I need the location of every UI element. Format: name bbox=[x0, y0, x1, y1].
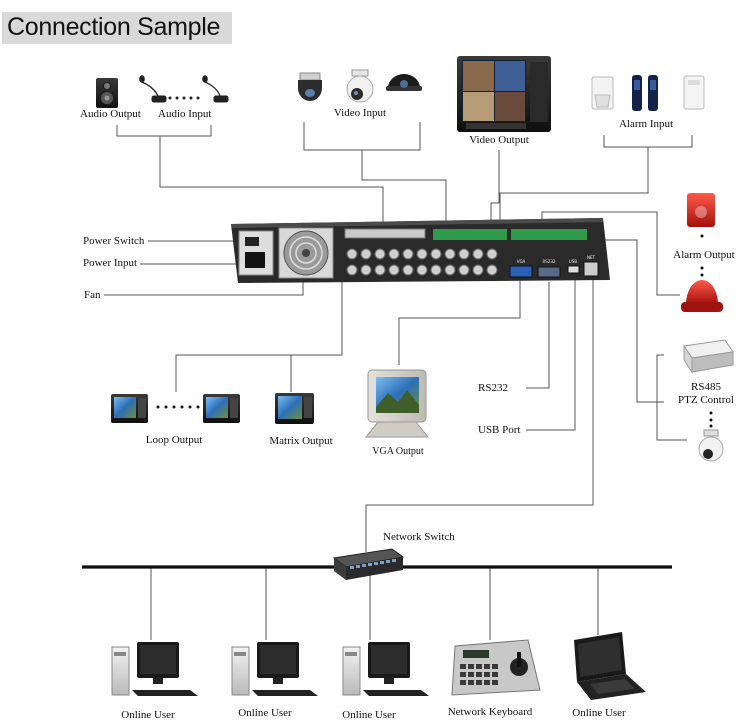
loop-monitor-icon bbox=[203, 394, 240, 423]
rs232-label: RS232 bbox=[478, 382, 508, 394]
rs485-line bbox=[600, 239, 664, 403]
audio-output-label: Audio Output bbox=[80, 108, 141, 120]
alarm-beacon-icon bbox=[681, 280, 723, 312]
network-switch-icon bbox=[332, 548, 405, 580]
net-port-label: NET bbox=[587, 255, 596, 260]
ptz-dots bbox=[709, 411, 713, 428]
video-output-line bbox=[490, 150, 500, 226]
rs232-line bbox=[526, 282, 550, 389]
audio-to-dvr-line bbox=[159, 136, 384, 226]
microphone-icon bbox=[202, 75, 229, 103]
video-input-to-dvr-line bbox=[361, 150, 447, 226]
smoke-detector-icon bbox=[683, 75, 705, 110]
loop-monitor-icon bbox=[111, 394, 148, 423]
loop-output-label: Loop Output bbox=[145, 434, 203, 446]
network-keyboard-icon bbox=[451, 639, 541, 696]
ptz-control-label: PTZ Control bbox=[678, 394, 734, 406]
network-line bbox=[365, 278, 594, 552]
rs232-port-label: RS232 bbox=[543, 259, 556, 264]
microphone-dots bbox=[168, 96, 200, 100]
title-background bbox=[2, 12, 232, 44]
usb-port-label: USB Port bbox=[478, 424, 521, 436]
alarm-output-dots bbox=[700, 234, 704, 277]
pir-sensor-icon bbox=[591, 76, 614, 110]
connection-lines bbox=[104, 122, 693, 640]
ptz-camera-icon bbox=[698, 429, 724, 462]
network-switch-label: Network Switch bbox=[383, 531, 455, 543]
loop-output-dots bbox=[156, 405, 200, 409]
alarm-input-label: Alarm Input bbox=[618, 118, 674, 130]
video-input-bracket-line bbox=[303, 122, 421, 151]
microphone-icon bbox=[139, 75, 167, 103]
audio-input-label: Audio Input bbox=[158, 108, 212, 120]
video-input-label: Video Input bbox=[333, 107, 387, 119]
online-user-label-1: Online User bbox=[121, 709, 175, 721]
diagram-title: Connection Sample bbox=[7, 13, 221, 41]
online-user-label-4: Online User bbox=[572, 707, 626, 719]
alarm-input-bracket-line bbox=[603, 135, 693, 148]
ptz-decoder-icon bbox=[683, 339, 734, 374]
desktop-pc-icon bbox=[342, 642, 429, 696]
power-input-label: Power Input bbox=[83, 257, 138, 269]
alarm-output-line bbox=[541, 211, 680, 296]
matrix-output-label: Matrix Output bbox=[269, 435, 333, 447]
usb-port-label: USB bbox=[569, 259, 577, 264]
loop-output-line bbox=[175, 280, 343, 392]
vga-output-label: VGA Output bbox=[372, 446, 424, 457]
online-user-label-2: Online User bbox=[238, 707, 292, 719]
audio-bracket-line bbox=[116, 125, 212, 137]
alarm-output-label: Alarm Output bbox=[673, 249, 735, 261]
vga-port-label: VGA bbox=[517, 259, 526, 264]
vga-output-line bbox=[398, 280, 521, 365]
crt-monitor-icon bbox=[457, 56, 551, 132]
desktop-pc-icon bbox=[111, 642, 198, 696]
online-user-label-3: Online User bbox=[342, 709, 396, 721]
speaker-icon bbox=[96, 78, 118, 108]
video-output-label: Video Output bbox=[469, 134, 529, 146]
speed-dome-camera-icon bbox=[346, 69, 374, 103]
laptop-icon bbox=[574, 632, 646, 700]
power-switch-label: Power Switch bbox=[83, 235, 145, 247]
matrix-monitor-icon bbox=[275, 393, 314, 424]
fan-leader bbox=[104, 280, 304, 296]
dvr-rear-panel bbox=[231, 218, 610, 283]
desktop-pc-icon bbox=[231, 642, 318, 696]
fan-label: Fan bbox=[84, 289, 101, 301]
vga-monitor-icon bbox=[364, 369, 430, 438]
mini-dome-camera-icon bbox=[386, 74, 422, 91]
ptz-bracket-line bbox=[656, 354, 687, 441]
beam-sensor-icon bbox=[632, 75, 658, 111]
rs485-label: RS485 bbox=[691, 381, 721, 393]
alarm-input-to-dvr-line bbox=[499, 147, 649, 226]
dome-camera-icon bbox=[298, 72, 322, 101]
usb-line bbox=[526, 274, 576, 431]
alarm-siren-icon bbox=[687, 193, 715, 227]
network-keyboard-label: Network Keyboard bbox=[447, 706, 533, 718]
